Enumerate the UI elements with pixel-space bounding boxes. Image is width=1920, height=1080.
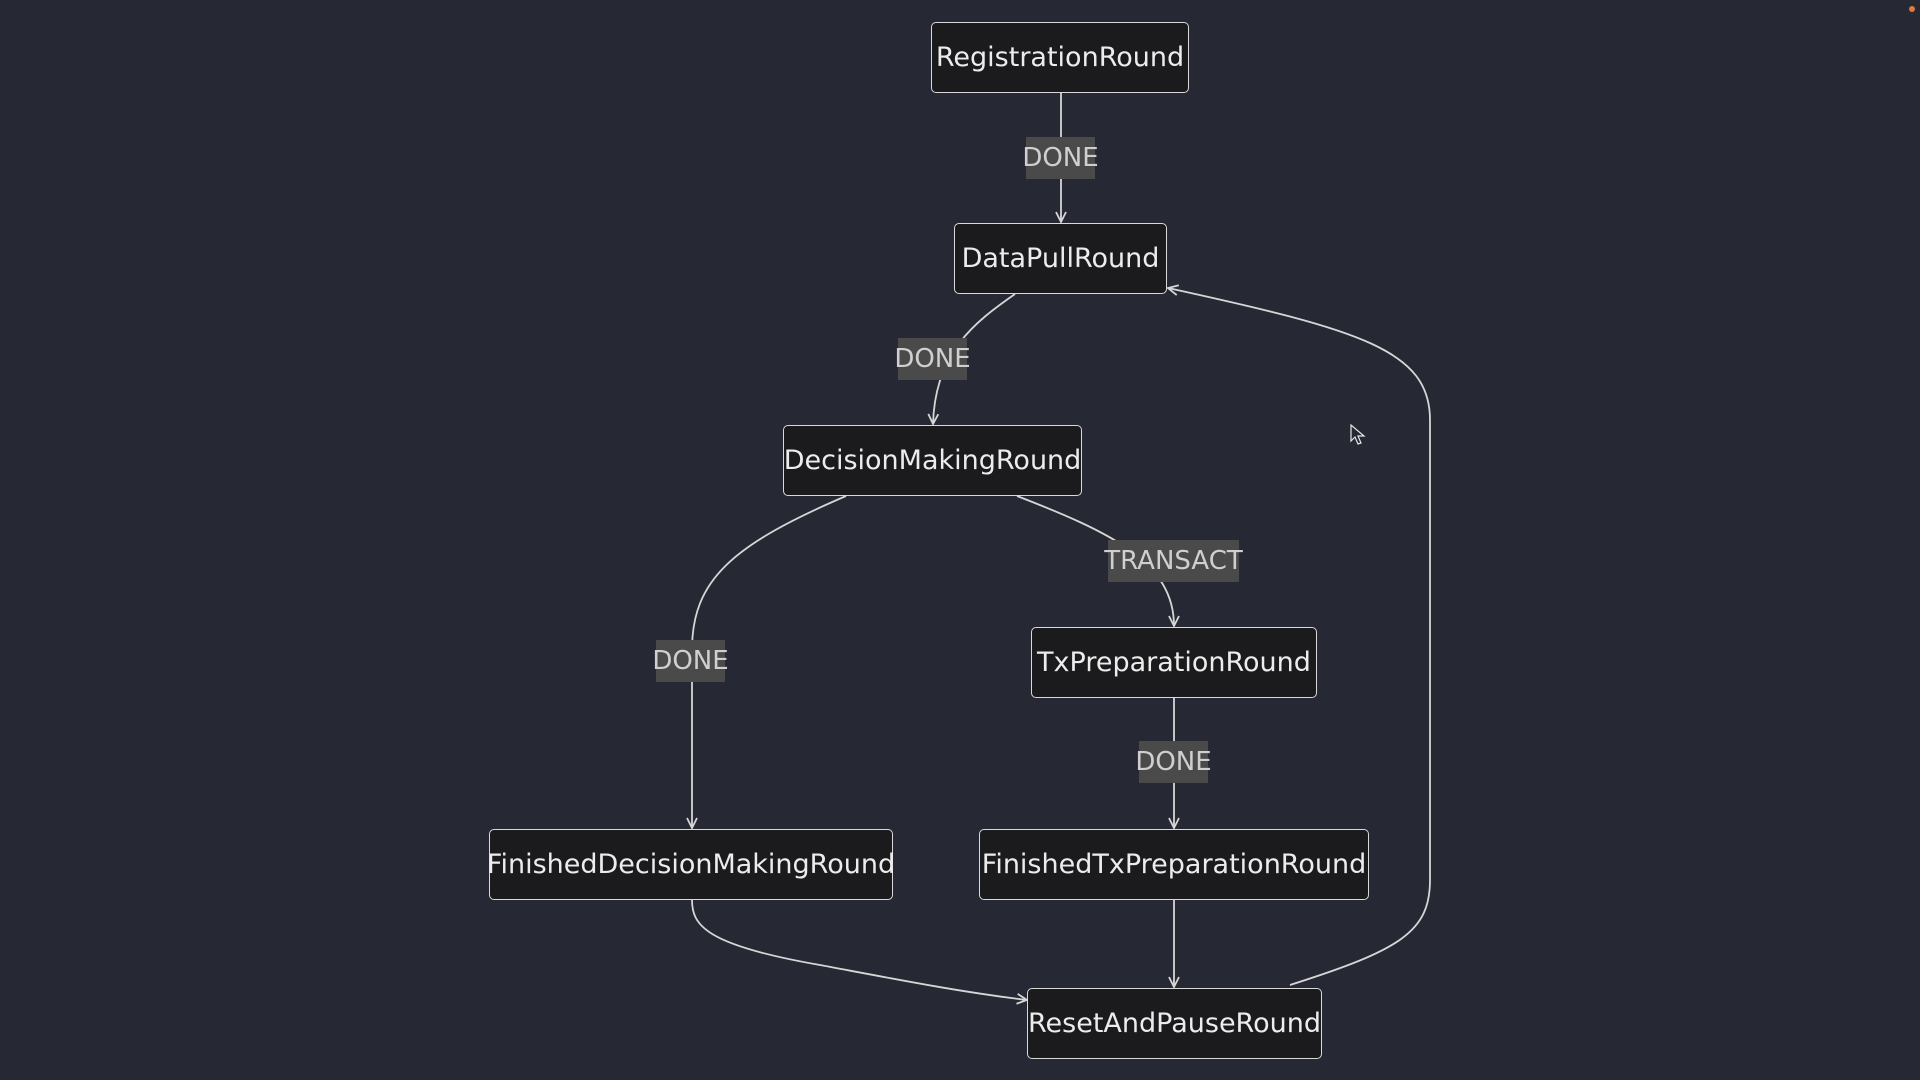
node-decisionmaking-round[interactable]: DecisionMakingRound bbox=[783, 425, 1082, 496]
edge-resetandpause-to-datapull bbox=[1168, 288, 1431, 986]
edge-label-decision-transact: TRANSACT bbox=[1104, 540, 1243, 582]
edge-finisheddecision-to-resetandpause bbox=[691, 899, 1027, 1000]
edge-label-registration-done: DONE bbox=[1022, 137, 1099, 179]
node-finisheddecisionmaking-round[interactable]: FinishedDecisionMakingRound bbox=[487, 829, 895, 900]
status-dot-icon bbox=[1909, 6, 1915, 12]
edge-label-datapull-done: DONE bbox=[894, 338, 971, 380]
mouse-pointer-icon bbox=[1350, 424, 1366, 445]
node-registration-round[interactable]: RegistrationRound bbox=[931, 22, 1189, 93]
node-resetandpause-round[interactable]: ResetAndPauseRound bbox=[1027, 988, 1322, 1059]
node-datapull-round[interactable]: DataPullRound bbox=[954, 223, 1167, 294]
edge-label-decision-done: DONE bbox=[652, 640, 729, 682]
edge-decisionmaking-to-finisheddecision bbox=[692, 495, 847, 828]
node-txpreparation-round[interactable]: TxPreparationRound bbox=[1031, 627, 1317, 698]
node-finishedtxpreparation-round[interactable]: FinishedTxPreparationRound bbox=[979, 829, 1369, 900]
edge-label-txpreparation-done: DONE bbox=[1135, 741, 1212, 783]
